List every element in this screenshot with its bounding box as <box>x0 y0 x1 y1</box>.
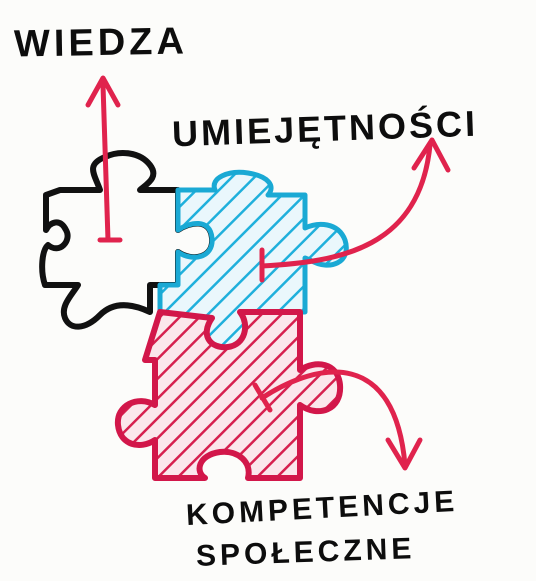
puzzle-piece-wiedza <box>39 150 216 330</box>
puzzle-piece-kompetencje <box>114 309 344 481</box>
puzzle-piece-umiejetnosci <box>157 169 349 350</box>
arrow-wiedza <box>85 75 123 243</box>
arrow-umiejetnosci <box>259 137 451 283</box>
label-wiedza: WIEDZA <box>13 20 189 66</box>
arrow-kompetencje <box>252 369 423 471</box>
